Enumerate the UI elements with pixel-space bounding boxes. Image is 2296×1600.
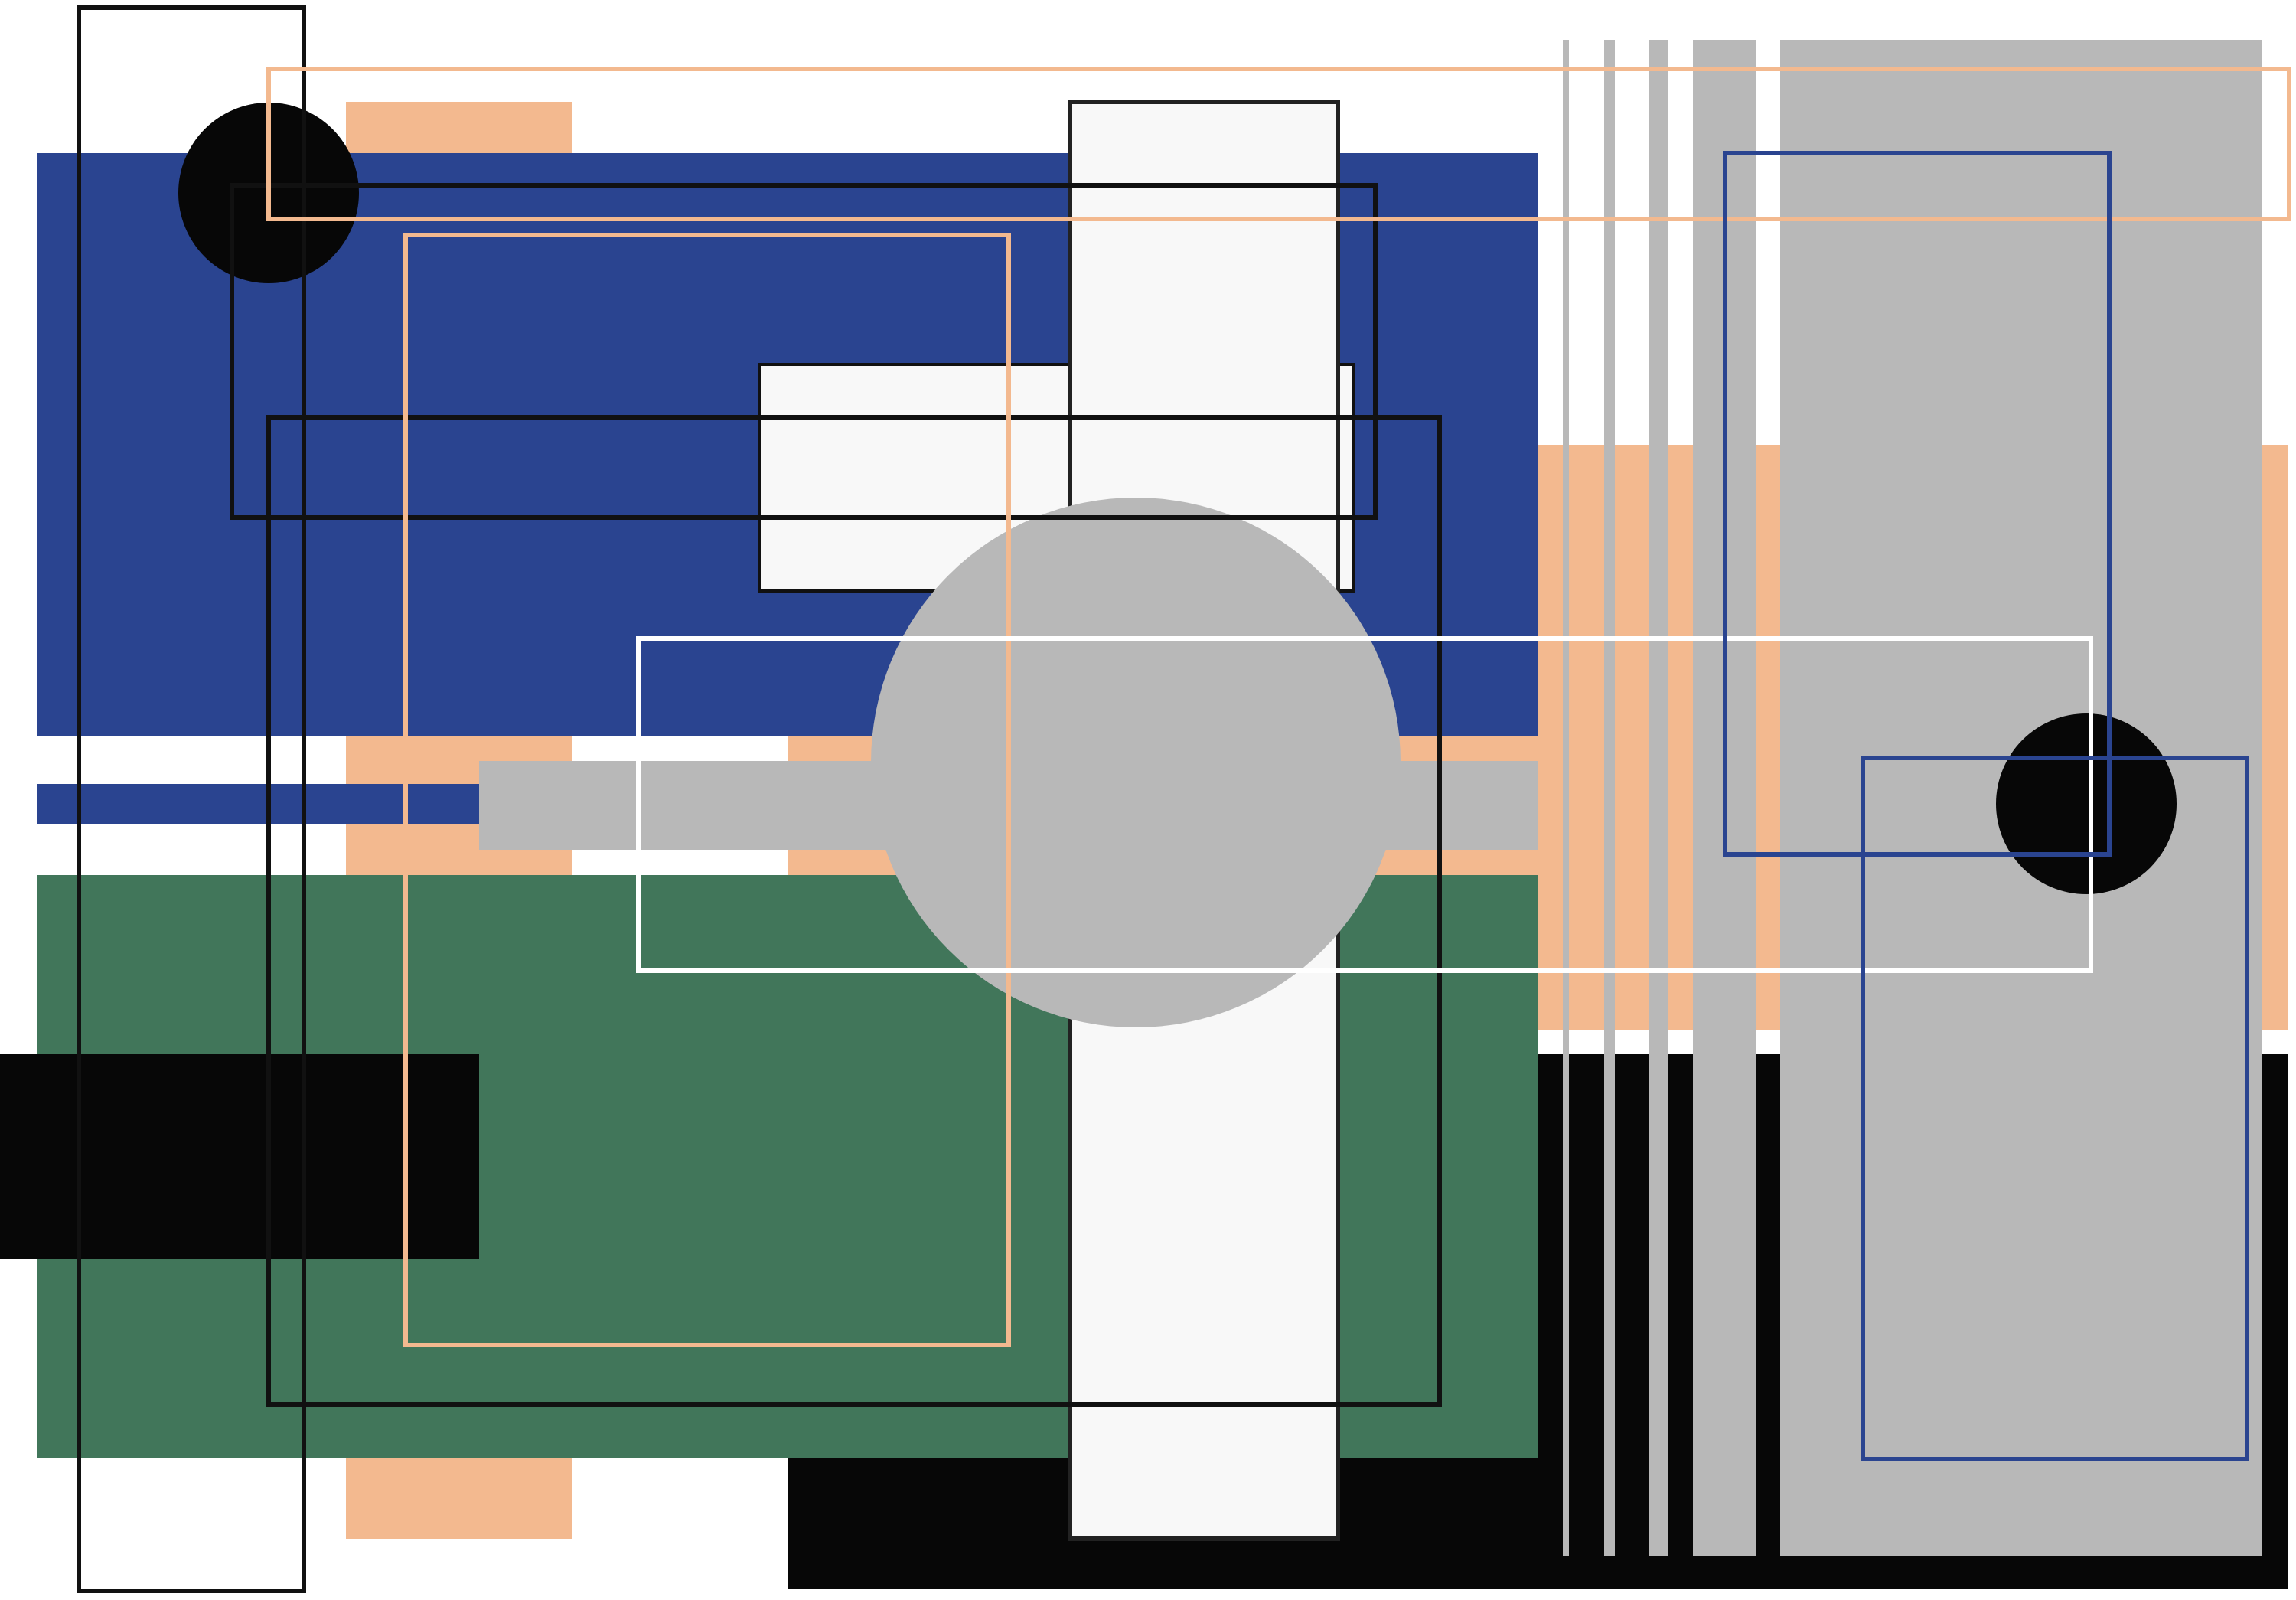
peach-block-bottom (346, 1458, 572, 1539)
black-circle-right (1996, 713, 2177, 894)
black-outline-large (266, 415, 1442, 1407)
gray-vertical-line-1 (1563, 40, 1569, 1556)
peach-outline-top-wide (266, 67, 2291, 221)
peach-outline-inner (403, 233, 1011, 1347)
white-outline-rectangle (636, 636, 2093, 973)
gray-vertical-line-3 (1649, 40, 1668, 1556)
blue-outline-lower (1861, 756, 2249, 1461)
black-outline-top (230, 183, 1378, 520)
black-outline-tall-left (77, 5, 306, 1593)
blue-outline-upper (1723, 151, 2112, 857)
gray-vertical-line-2 (1604, 40, 1615, 1556)
gray-circle-center (871, 498, 1401, 1027)
